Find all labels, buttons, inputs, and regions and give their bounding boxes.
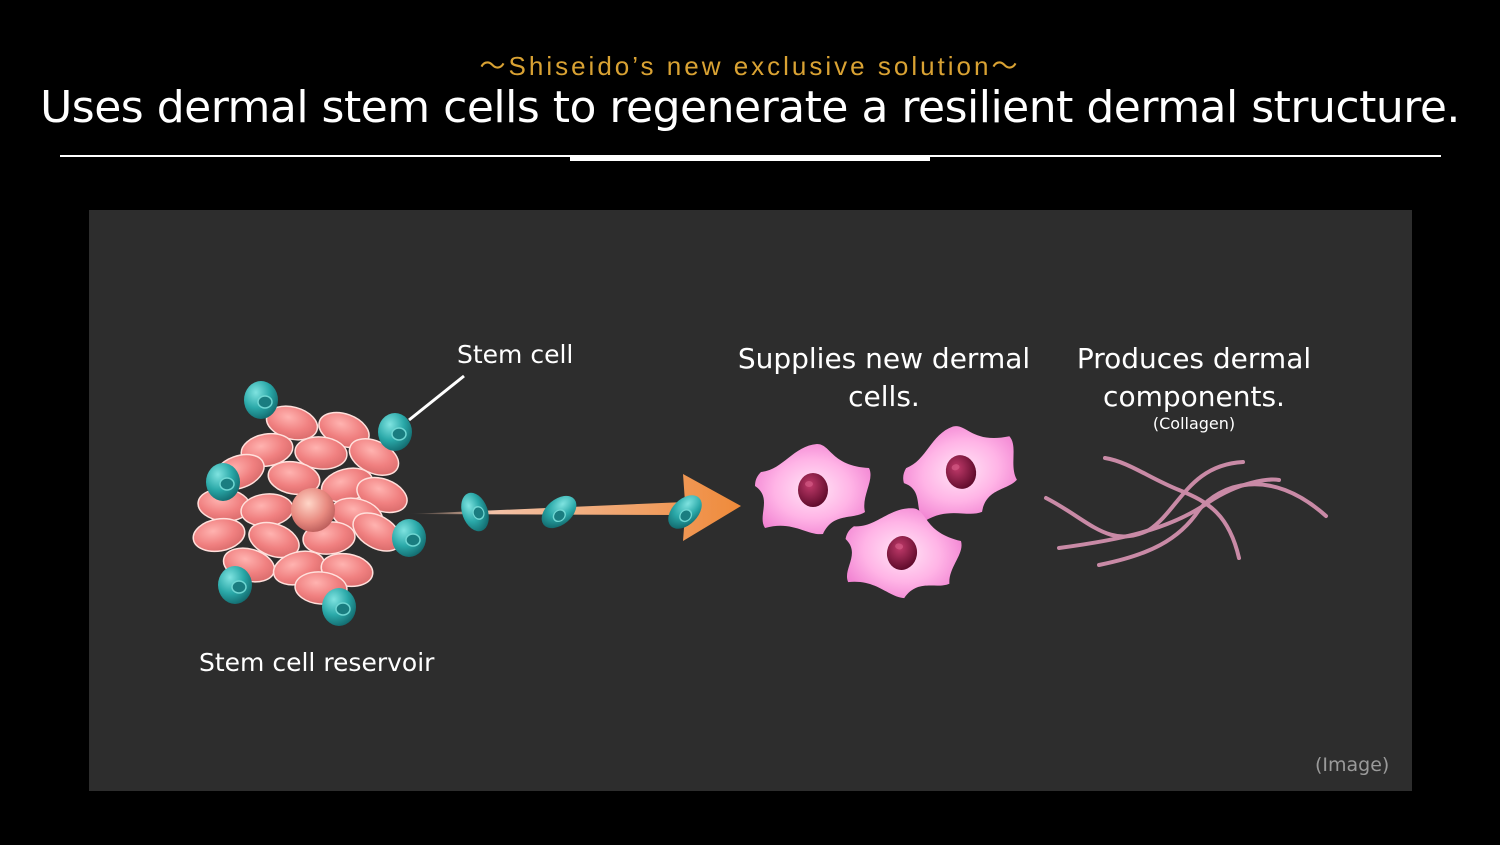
stem-cell-reservoir bbox=[189, 400, 413, 607]
reservoir-label: Stem cell reservoir bbox=[199, 648, 435, 677]
diagram-svg bbox=[189, 374, 1328, 627]
page-title: Uses dermal stem cells to regenerate a r… bbox=[40, 82, 1460, 133]
supplies-label: Supplies new dermal cells. bbox=[737, 342, 1031, 413]
header-rule-accent bbox=[570, 155, 930, 161]
stem-cell-pointer-line bbox=[408, 374, 465, 422]
diagram-panel: Stem cell Stem cell reservoir Supplies n… bbox=[89, 210, 1412, 791]
collagen-label: (Collagen) bbox=[1152, 414, 1236, 433]
reservoir-core-cell bbox=[291, 488, 335, 532]
dermal-cells bbox=[755, 412, 1028, 607]
image-note: (Image) bbox=[1315, 754, 1390, 776]
stem-cell-label: Stem cell bbox=[457, 340, 574, 369]
collagen-fibers bbox=[1044, 456, 1328, 567]
subtitle: 〜Shiseido’s new exclusive solution〜 bbox=[479, 51, 1021, 81]
produces-label: Produces dermal components. bbox=[1076, 342, 1312, 413]
